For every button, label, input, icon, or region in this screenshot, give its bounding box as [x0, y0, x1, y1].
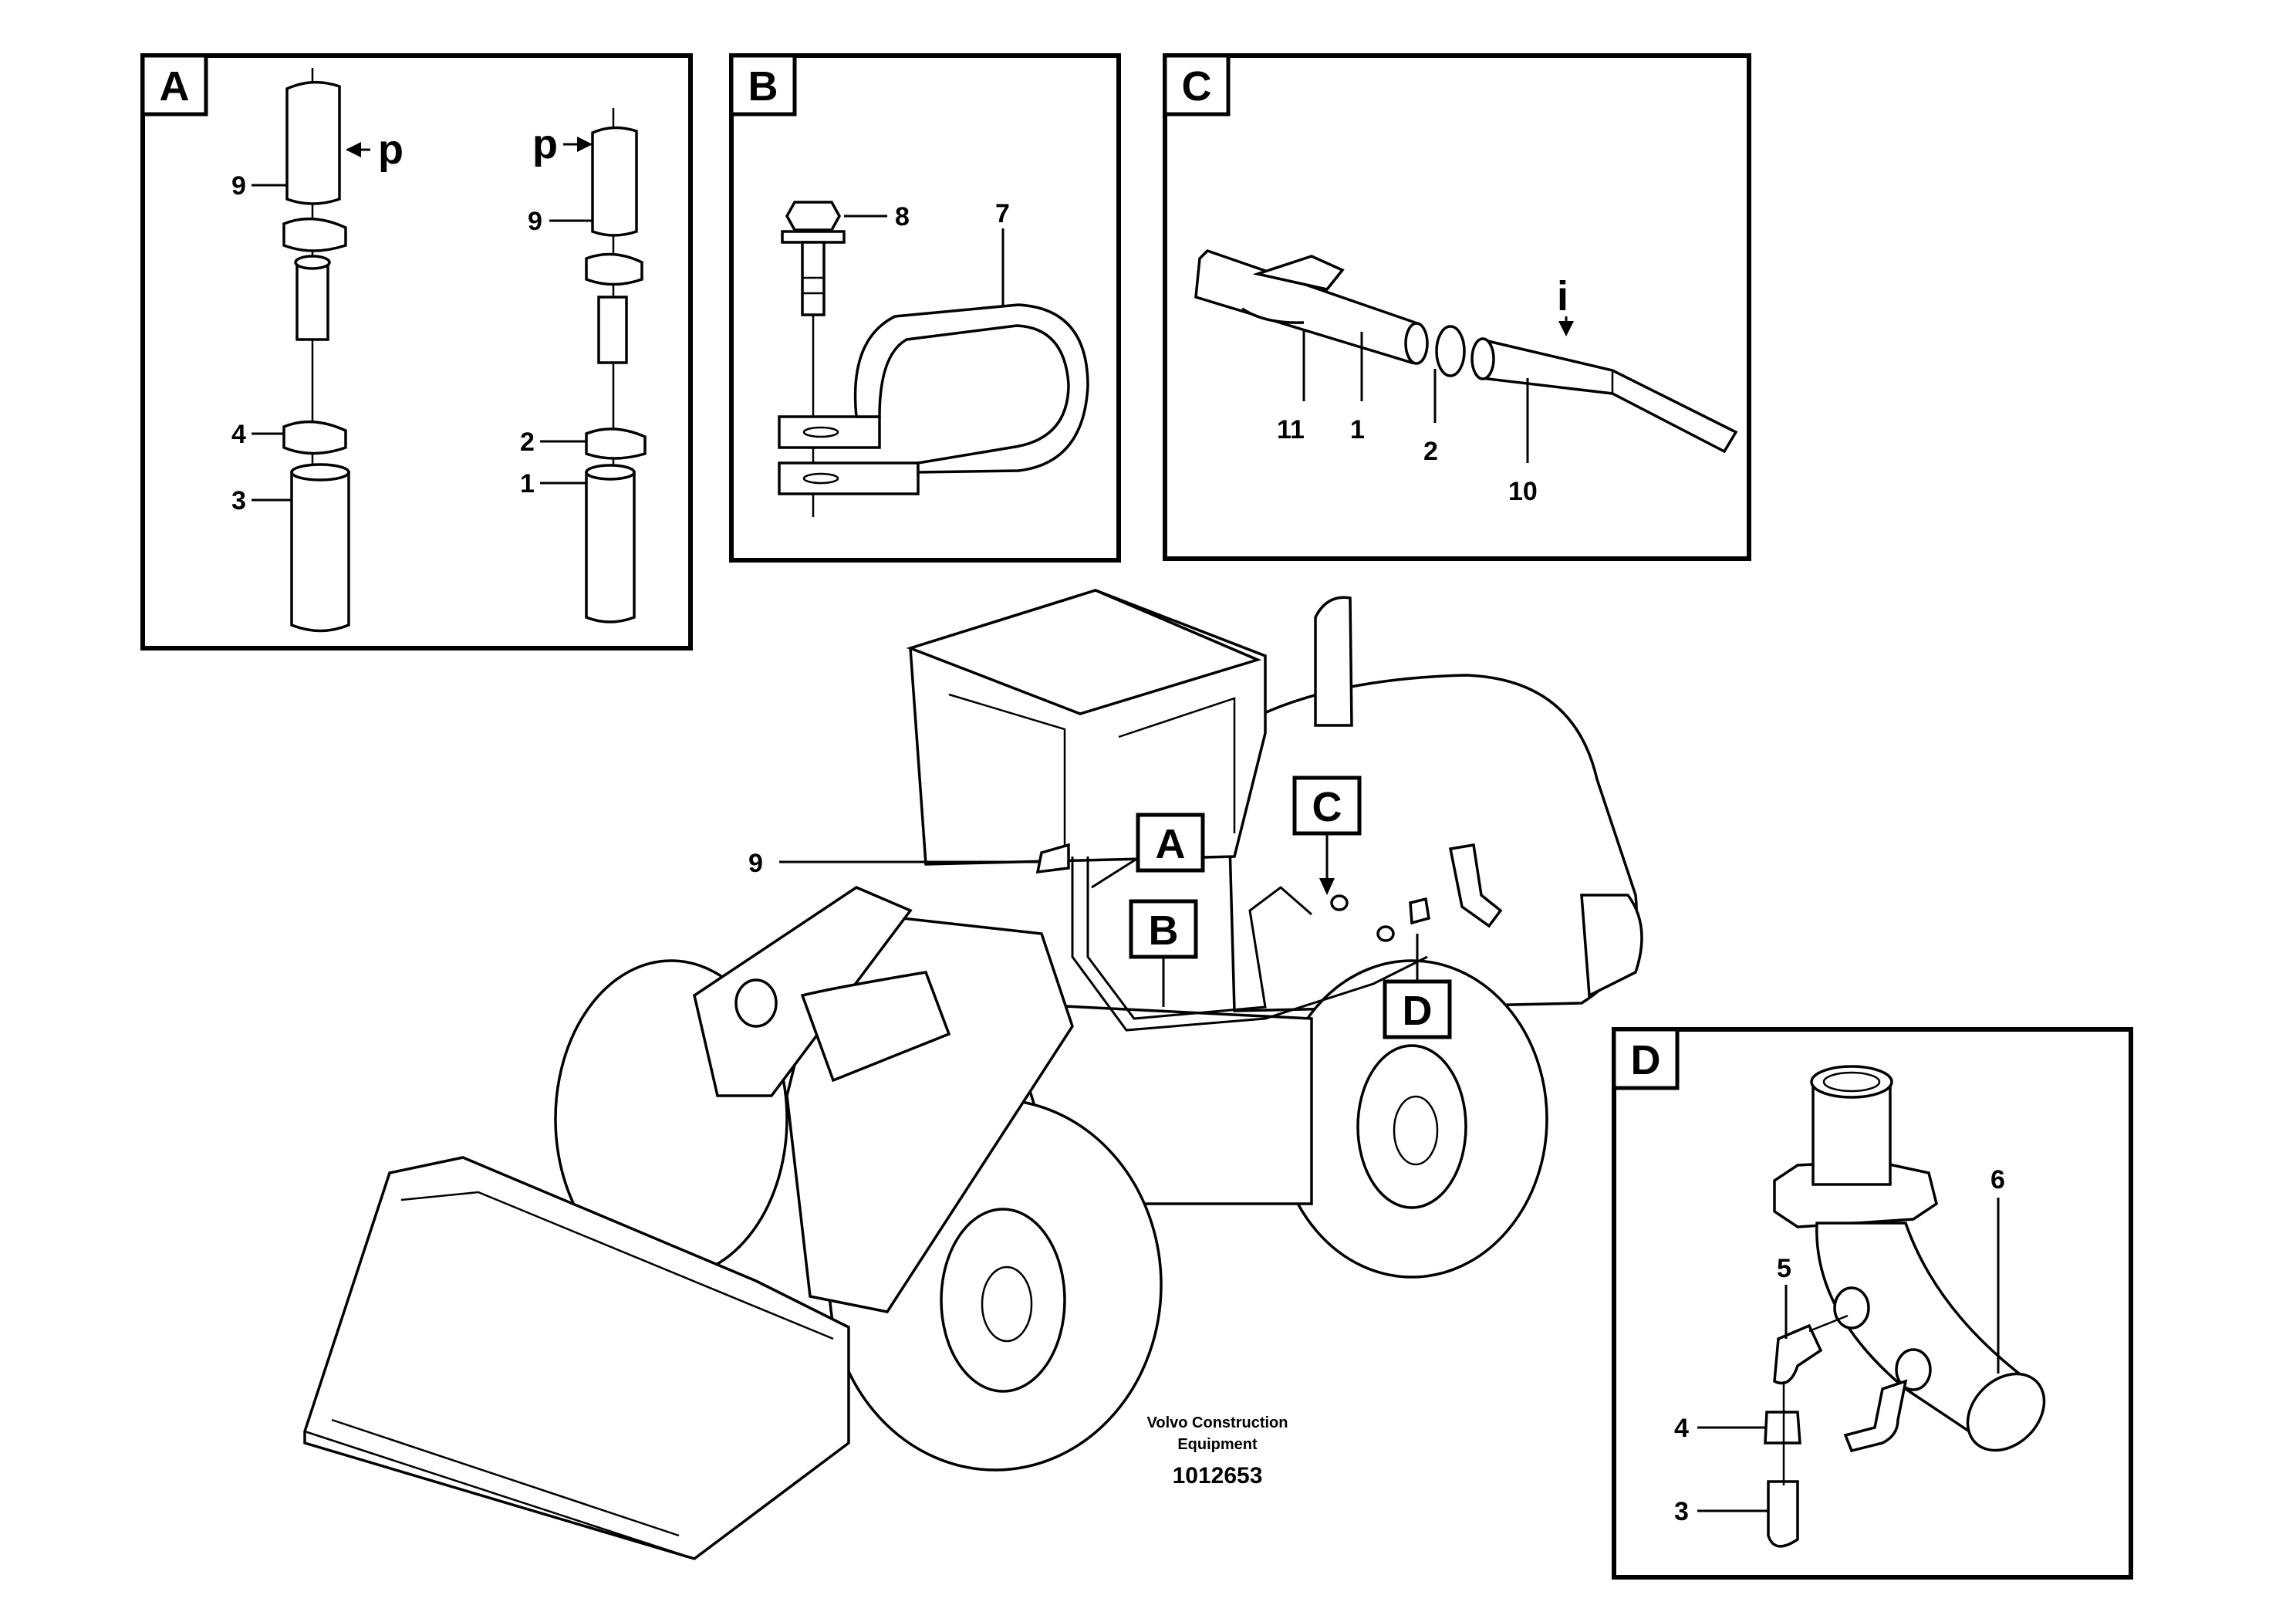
document-number: 1012653 — [1173, 1463, 1263, 1489]
label-1: 1 — [520, 469, 535, 498]
hose-clamp-icon — [585, 427, 647, 460]
bolt-icon — [781, 201, 846, 517]
hose-clamp-icon — [1764, 1411, 1801, 1445]
pipe-icon — [282, 68, 350, 633]
elbow-fitting-icon — [1773, 1065, 2046, 1453]
pipe-icon — [585, 108, 647, 623]
label-1: 1 — [1350, 415, 1365, 444]
label-10: 10 — [1508, 477, 1538, 506]
credit-line-1: Volvo Construction — [1147, 1414, 1288, 1431]
elbow-fitting-icon — [1409, 897, 1430, 925]
callout-a: A — [1156, 821, 1186, 867]
callout-d: D — [1403, 988, 1433, 1034]
fuel-filter-icon — [1035, 843, 1070, 874]
label-3: 3 — [1674, 1497, 1689, 1526]
hose-clamp-icon — [282, 420, 347, 455]
panel-b-tag: B — [748, 63, 778, 110]
panel-b: B 8 7 — [729, 53, 1121, 563]
panel-c: C i 11 1 2 10 — [1163, 53, 1751, 561]
label-5: 5 — [1777, 1254, 1791, 1283]
panel-d: D 6 5 4 3 — [1612, 1027, 2133, 1580]
label-4: 4 — [231, 420, 246, 449]
label-9: 9 — [231, 171, 246, 201]
panel-c-tag: C — [1182, 63, 1212, 110]
pipe-icon — [1194, 248, 1738, 454]
arrow-label-p: p — [378, 127, 403, 173]
label-3: 3 — [231, 486, 246, 515]
wheel-loader-illustration — [303, 589, 1643, 1560]
panel-a: A p 9 4 3 p — [140, 53, 693, 650]
label-9: 9 — [528, 207, 542, 236]
label-7: 7 — [995, 199, 1010, 228]
hose-clamp-icon — [282, 217, 347, 252]
hose-clamp-icon — [1376, 925, 1395, 942]
hose-routing — [1035, 843, 1503, 1032]
label-8: 8 — [895, 202, 910, 231]
label-6: 6 — [1990, 1165, 2005, 1195]
hose-clamp-icon — [1435, 325, 1466, 377]
callout-b: B — [1149, 907, 1179, 954]
elbow-fitting-icon — [1448, 843, 1503, 928]
hose-clamp-icon — [1330, 894, 1349, 911]
panel-d-tag: D — [1631, 1037, 1661, 1083]
label-2: 2 — [1423, 437, 1438, 466]
callout-c: C — [1312, 784, 1342, 830]
label-4: 4 — [1674, 1414, 1689, 1443]
pipe-icon — [1767, 1480, 1799, 1548]
hose-clamp-icon — [1252, 255, 1345, 291]
panel-a-tag: A — [160, 63, 190, 110]
credit-line-2: Equipment — [1177, 1436, 1258, 1453]
bracket-icon — [778, 303, 1089, 495]
label-11: 11 — [1277, 415, 1305, 444]
arrow-label-p: p — [532, 121, 558, 167]
hose-clamp-icon — [585, 252, 643, 286]
label-2: 2 — [520, 427, 535, 457]
main-callouts: A B C D 9 — [748, 776, 1452, 1039]
elbow-fitting-icon — [1773, 1314, 1849, 1385]
label-9: 9 — [748, 849, 763, 878]
arrow-label-i: i — [1557, 273, 1568, 319]
